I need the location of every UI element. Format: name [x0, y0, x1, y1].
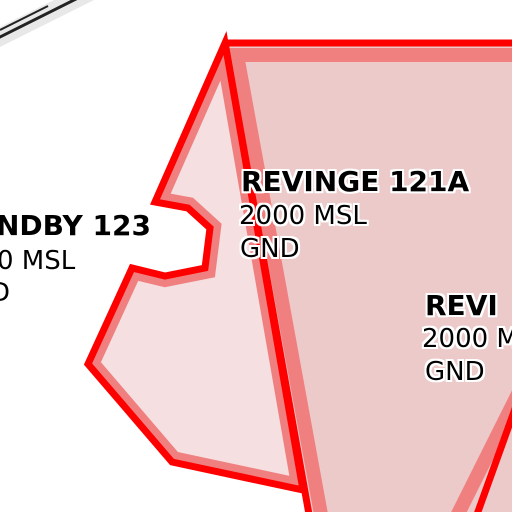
zone-revinge-121a-area[interactable]	[221, 39, 512, 512]
zone-label-ndby-name: NDBY 123	[0, 209, 151, 242]
zone-label-revinge-121a-upper: 2000 MSL	[239, 201, 367, 231]
zone-label-revinge-121a-name: REVINGE 121A	[241, 165, 470, 198]
zone-label-revi-name: REVI	[425, 289, 498, 322]
zone-label-ndby-lower: D	[0, 278, 11, 308]
zone-label-ndby-upper: 0 MSL	[0, 246, 76, 276]
road	[0, 0, 95, 48]
zone-label-revinge-121a-lower: GND	[240, 234, 300, 264]
zone-sector-west[interactable]	[83, 30, 308, 495]
zone-label-revi-upper: 2000 M	[422, 324, 512, 354]
zone-label-revi-lower: GND	[425, 357, 485, 387]
